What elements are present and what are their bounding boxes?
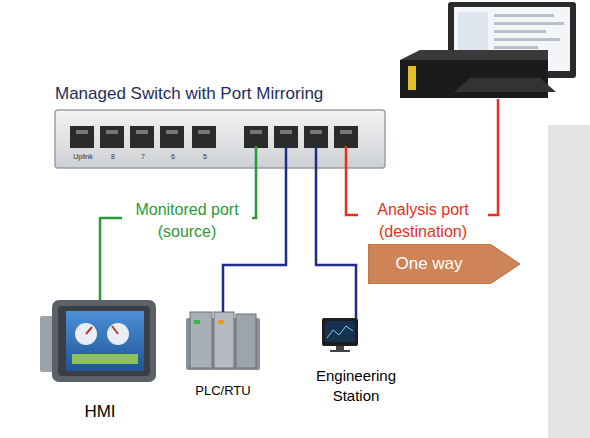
port-notch (310, 130, 322, 134)
port-number: 8 (109, 152, 117, 161)
cable-stub (285, 146, 288, 168)
screen-line (494, 22, 564, 25)
arrow-body (368, 244, 520, 284)
station-base (330, 350, 350, 352)
node-label: Engineering Station (296, 366, 416, 407)
side-panel (548, 125, 590, 438)
plc-module (214, 312, 234, 368)
gauge-needle (86, 327, 92, 334)
station-stand (336, 346, 344, 350)
hmi-device: HMI (40, 300, 160, 428)
port (100, 126, 124, 148)
port (160, 126, 184, 148)
port-label-red: Analysis port (destination) (358, 199, 488, 242)
hmi-bar (72, 354, 138, 364)
switch-node: Managed Switch with Port Mirroring (55, 110, 385, 168)
server-accent (408, 66, 416, 90)
plc-led (218, 320, 224, 324)
port-notch (76, 130, 88, 134)
station-monitor (322, 318, 358, 346)
port (192, 126, 216, 148)
hmi-bezel (58, 306, 150, 376)
port (274, 126, 298, 148)
switch-ports (70, 126, 358, 148)
port-notch (106, 130, 118, 134)
port (70, 126, 94, 148)
port (304, 126, 328, 148)
switch-body (55, 110, 385, 168)
screen-line (494, 14, 554, 17)
port-notch (136, 130, 148, 134)
one-way-arrow: One way (368, 244, 520, 284)
gauge-needle (112, 326, 118, 334)
cable-connector (100, 168, 256, 300)
screen-line (494, 38, 560, 41)
analysis-cable (346, 99, 498, 215)
cable-connector (316, 168, 356, 318)
node-label: One way (395, 253, 462, 276)
hmi-frame (52, 300, 156, 382)
hmi-screen (66, 311, 144, 371)
plc-led (194, 320, 200, 324)
gauge (107, 323, 129, 345)
port-notch (198, 130, 210, 134)
plc-module (236, 314, 256, 368)
analyzer-server-top (400, 50, 548, 60)
edge-label: Monitored port (source) (122, 199, 252, 242)
port (130, 126, 154, 148)
port-notch (280, 130, 292, 134)
station-screen (325, 321, 355, 342)
screen-trace (327, 326, 353, 338)
port-number: 6 (169, 152, 177, 161)
screen-line (494, 30, 546, 33)
port-notch (166, 130, 178, 134)
screen-line (494, 46, 538, 49)
port-notch (340, 130, 352, 134)
engineering-station: Engineering Station (296, 318, 416, 410)
node-label: HMI (84, 401, 115, 424)
port-notch (250, 130, 262, 134)
switch-title: Managed Switch with Port Mirroring (55, 83, 323, 106)
port-number: 7 (139, 152, 147, 161)
plc-module (190, 312, 212, 368)
gauge (75, 323, 97, 345)
plc-rtu-device: PLC/RTU (178, 312, 268, 404)
keyboard (454, 78, 556, 92)
port (244, 126, 268, 148)
port (334, 126, 358, 148)
hmi-side-module (40, 316, 54, 372)
node-label: PLC/RTU (195, 382, 250, 400)
port-label: Uplink (68, 152, 98, 161)
cable-stub (315, 146, 318, 168)
port-number: 5 (201, 152, 209, 161)
cable-stub (255, 146, 258, 168)
